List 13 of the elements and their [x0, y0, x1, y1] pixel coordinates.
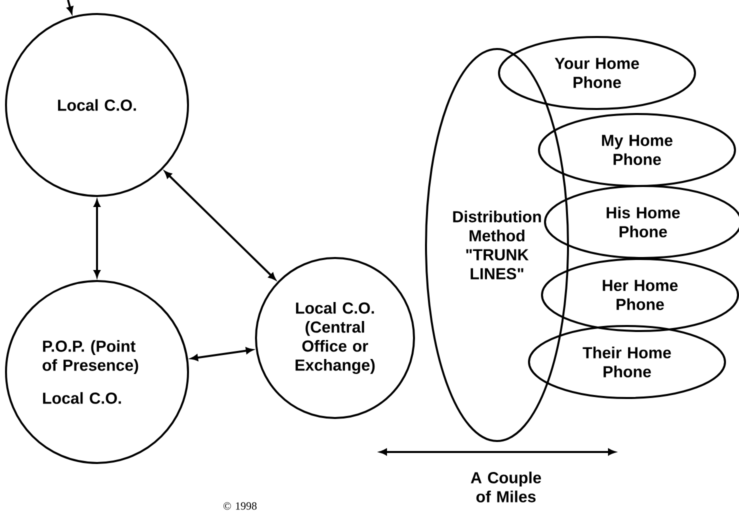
arrow [164, 171, 276, 280]
ellipse-node: Her Home Phone [541, 258, 739, 332]
ellipse-node: My Home Phone [538, 113, 736, 187]
arrow [67, 0, 74, 14]
arrow [94, 200, 100, 278]
dimension-label: A Couple of Miles [470, 472, 541, 502]
ellipse-node: Their Home Phone [528, 325, 726, 399]
circle-node: Local C.O. (Central Office or Exchange) [255, 256, 415, 419]
circle-node: P.O.P. (Point of Presence) Local C.O. [5, 280, 189, 464]
copyright-note: © 1998 [223, 502, 257, 510]
arrow [190, 347, 253, 361]
circle-node: Local C.O. [5, 13, 189, 197]
ellipse-node: Your Home Phone [498, 36, 696, 110]
